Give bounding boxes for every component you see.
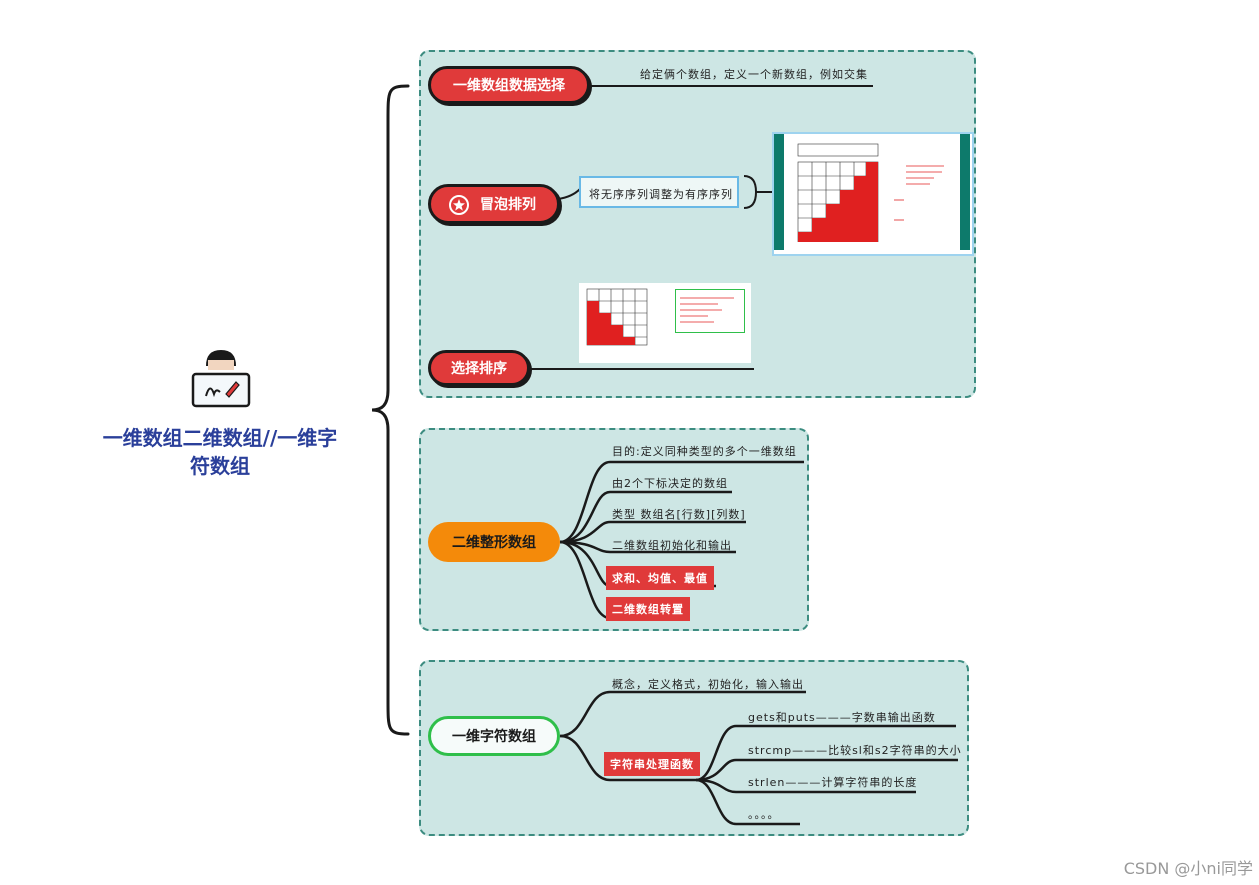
note-brace [743,175,774,209]
branch-line [528,368,754,370]
topic-1d-desc: 给定俩个数组，定义一个新数组，例如交集 [640,68,868,81]
string-function-item: gets和puts———字数串输出函数 [748,711,936,724]
section2-item: 由2个下标决定的数组 [612,477,728,490]
section3-branches [559,690,958,826]
selection-sort-grid [586,288,648,346]
tag-2d-transpose[interactable]: 二维数组转置 [606,597,690,621]
root-brace [371,84,410,736]
topic-1d-char-array[interactable]: 一维字符数组 [428,716,560,756]
selection-sort-note-box [675,289,745,333]
star-circle-icon [449,195,469,215]
person-laptop-icon [191,350,251,408]
bubble-sort-grid [797,143,879,242]
string-function-item: strcmp———比较sl和s2字符串的大小 [748,744,962,757]
bubble-sort-note: 将无序序列调整为有序序列 [589,188,733,201]
section2-item: 目的:定义同种类型的多个一维数组 [612,445,797,458]
topic-bubble-sort-label: 冒泡排列 [480,197,536,213]
topic-2d-int-array[interactable]: 二维整形数组 [428,522,560,562]
branch-line [588,85,873,87]
selection-sort-notes-sketch [680,297,734,323]
section2-item: 二维数组初始化和输出 [612,539,732,552]
bubble-sort-note-box: 将无序序列调整为有序序列 [579,176,739,208]
string-function-item: strlen———计算字符串的长度 [748,776,918,789]
connector-line [558,188,581,200]
section3-item: 概念，定义格式，初始化，输入输出 [612,678,804,691]
section2-item: 类型 数组名[行数][列数] [612,508,746,521]
bubble-sort-notes-sketch [894,165,944,221]
tag-sum-avg-max[interactable]: 求和、均值、最值 [606,566,714,590]
subtopic-string-functions[interactable]: 字符串处理函数 [604,752,700,776]
root-title: 一维数组二维数组//一维字符数组 [102,426,338,478]
topic-1d-data-selection[interactable]: 一维数组数据选择 [428,66,590,104]
string-function-item: 。。。。 [748,808,780,821]
selection-sort-image [579,283,751,363]
bubble-sort-image [772,132,974,256]
watermark: CSDN @小ni同学 [1123,859,1253,878]
topic-selection-sort[interactable]: 选择排序 [428,350,530,386]
